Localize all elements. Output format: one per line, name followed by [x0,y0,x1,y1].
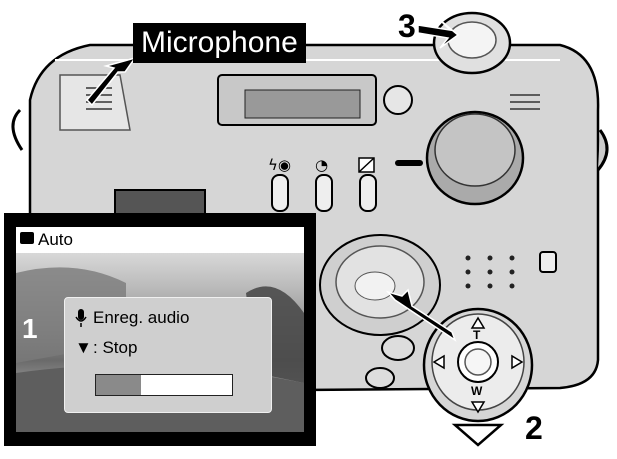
flash-icon: ϟ◉ [268,156,291,174]
left-arrow-icon[interactable] [432,354,445,370]
self-timer-button[interactable] [315,174,333,212]
stop-label: : Stop [93,338,138,357]
step-3-number: 3 [398,8,416,44]
microphone-callout: Microphone [133,23,306,63]
right-arrow-icon[interactable] [511,354,524,370]
tele-label: T [473,328,481,342]
recording-progress-bar [95,374,233,396]
audio-record-panel: Enreg. audio ▼ : Stop [64,297,272,413]
camera-icon [20,232,34,244]
self-timer-icon: ◔ [315,156,328,174]
up-arrow-icon[interactable] [470,316,486,329]
down-arrow-icon[interactable] [470,401,486,414]
stop-arrow-icon: ▼ [75,338,92,357]
lcd-monitor: Auto 1 Enreg. audio ▼ : Stop [4,213,316,446]
speaker-grill-right [510,94,540,110]
display-button[interactable] [365,367,395,389]
lcd-screen: Auto 1 Enreg. audio ▼ : Stop [16,227,304,432]
indicator-lamp [395,160,423,166]
top-button[interactable] [383,85,413,115]
microphone-icon [75,308,87,328]
wide-label: W [471,384,483,398]
press-down-indicator [451,423,505,447]
mode-label: Auto [38,230,73,249]
step-1-number: 1 [22,313,38,344]
lcd-header: Auto [16,227,304,253]
flash-button[interactable] [271,174,289,212]
exposure-comp-button[interactable] [359,174,377,212]
step-2-number: 2 [525,410,543,446]
speaker-dots [465,255,515,289]
recording-progress-fill [96,375,141,395]
recording-label: Enreg. audio [93,308,190,327]
menu-button[interactable] [381,335,415,361]
card-door-latch [539,251,557,273]
lcd-preview-image: 1 Enreg. audio ▼ : Stop [16,253,304,432]
function-buttons: ϟ◉ ◔ [268,156,423,212]
callout-arrows [85,19,460,342]
